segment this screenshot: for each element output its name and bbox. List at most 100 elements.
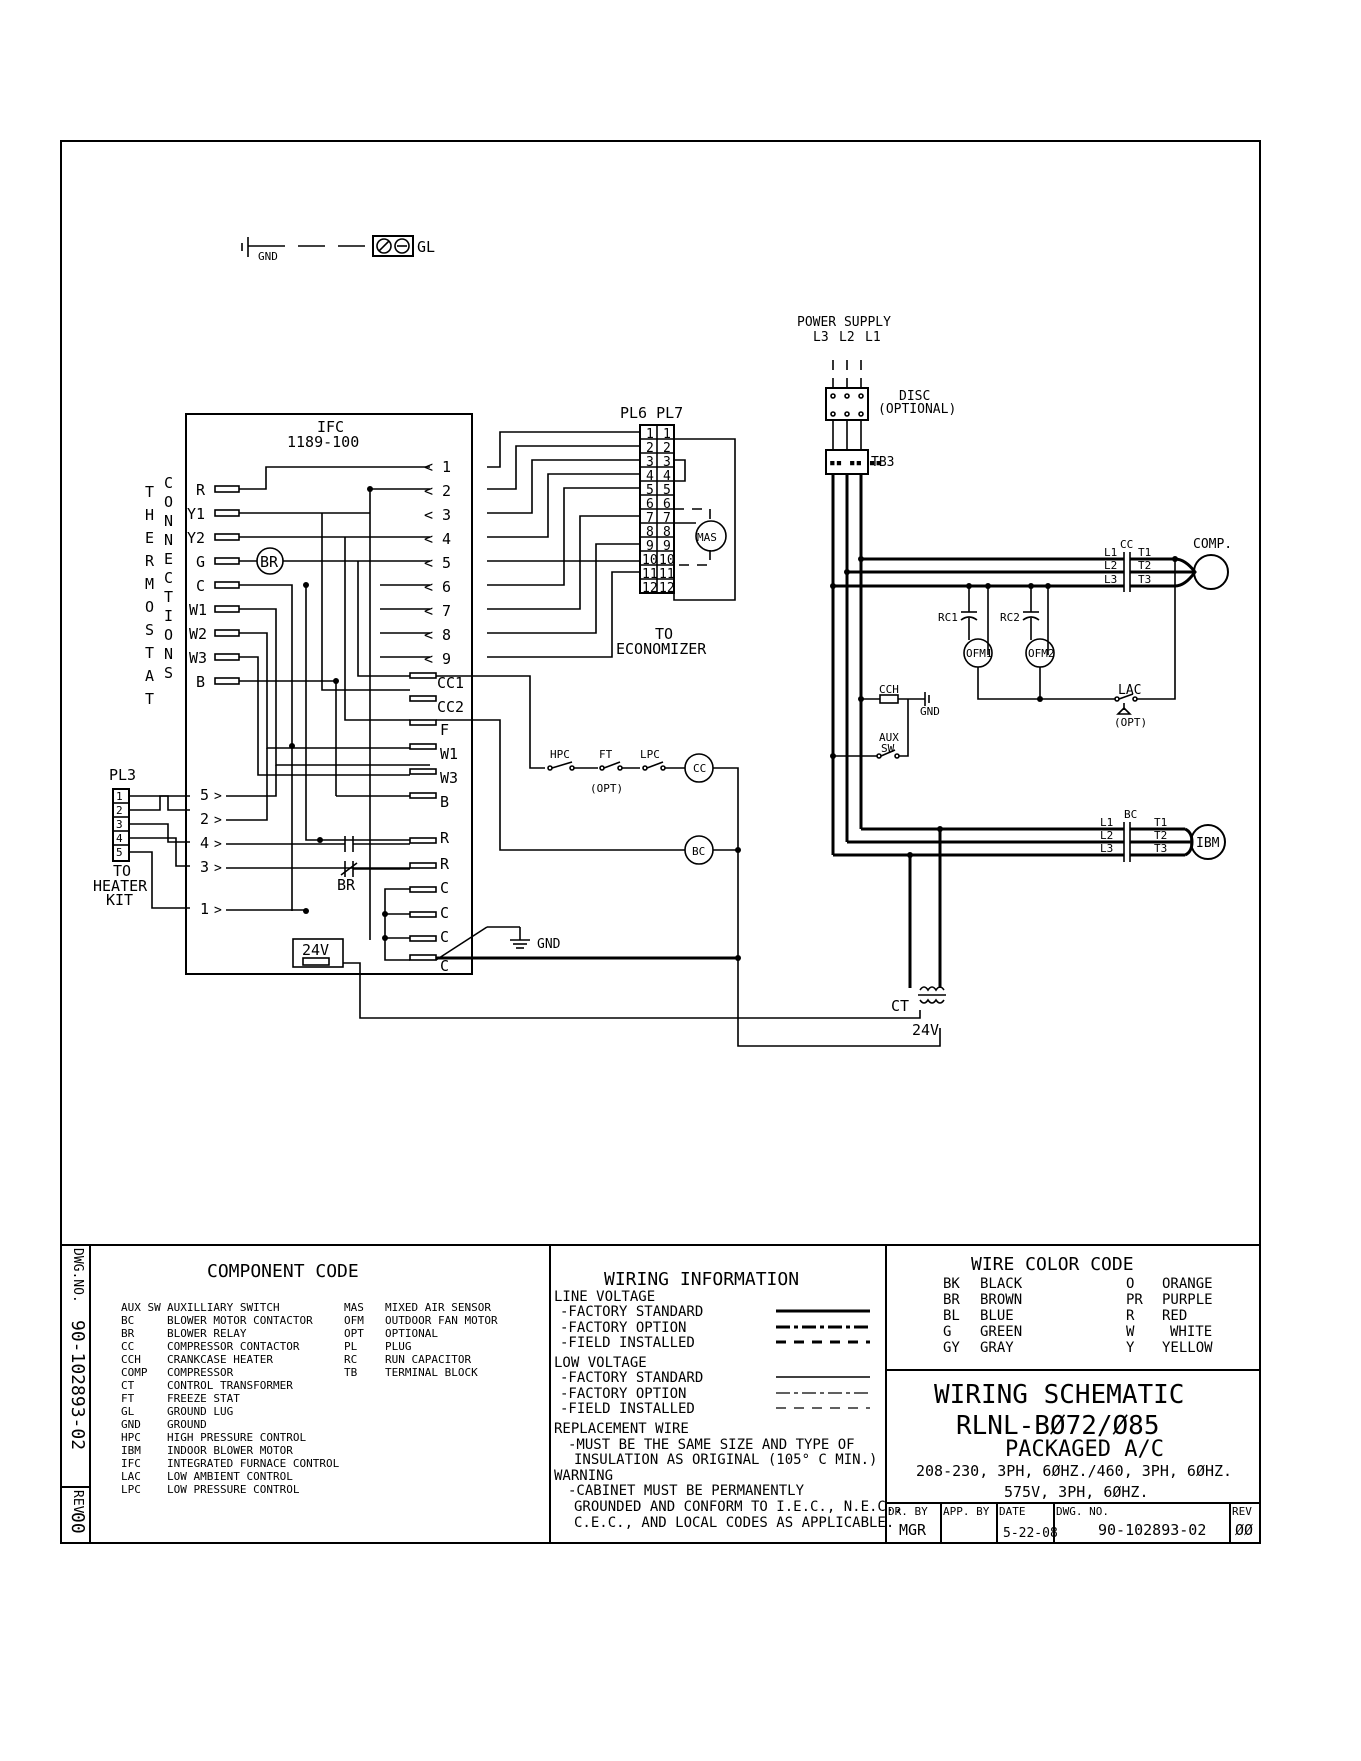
connections-letter-n2: N <box>164 531 173 549</box>
svg-text:BR: BR <box>121 1327 135 1340</box>
svg-text:>: > <box>214 837 222 852</box>
model-number: RLNL-BØ72/Ø85 <box>956 1411 1160 1441</box>
svg-text:BK: BK <box>943 1276 960 1292</box>
svg-text:-FACTORY STANDARD: -FACTORY STANDARD <box>560 1304 703 1320</box>
ibm-t3: T3 <box>1154 842 1167 855</box>
wire-color-code-title: WIRE COLOR CODE <box>971 1254 1134 1275</box>
svg-text:LOW AMBIENT CONTROL: LOW AMBIENT CONTROL <box>167 1470 293 1483</box>
connections-letter-c: C <box>164 474 173 492</box>
ifc-terminal-cc2: CC2 <box>437 698 464 716</box>
svg-text:CONTROL TRANSFORMER: CONTROL TRANSFORMER <box>167 1379 293 1392</box>
cc-safety-chain: HPC FT (OPT) LPC CC BC <box>343 675 941 1047</box>
svg-text:PR: PR <box>1126 1292 1143 1308</box>
svg-text:BLOWER MOTOR CONTACTOR: BLOWER MOTOR CONTACTOR <box>167 1314 313 1327</box>
pl6-row-6: 6 <box>646 497 654 512</box>
ifc-title: IFC <box>317 418 344 436</box>
ifc-pin-2: 2 <box>442 482 451 500</box>
svg-text:TB: TB <box>344 1366 358 1379</box>
svg-text:BC: BC <box>121 1314 134 1327</box>
svg-text:OFM: OFM <box>344 1314 364 1327</box>
svg-text:GREEN: GREEN <box>980 1324 1022 1340</box>
pl3-ifc-4: 4 <box>200 834 209 852</box>
ifc-24v-label: 24V <box>302 941 329 959</box>
tstat-w2: W2 <box>189 625 207 643</box>
aux-label: AUX <box>879 731 899 744</box>
app-by-label: APP. BY <box>943 1505 990 1518</box>
line-voltage-wiring: CC L1 L2 L3 T1 T2 T3 COMP. RC1 RC2 OFM1 … <box>830 474 1232 862</box>
svg-text:BR: BR <box>943 1292 960 1308</box>
svg-text:-FACTORY OPTION: -FACTORY OPTION <box>560 1386 686 1402</box>
pl6-row-3: 3 <box>646 455 654 470</box>
svg-text:WARNING: WARNING <box>554 1468 613 1484</box>
connections-letter-n: N <box>164 512 173 530</box>
compressor-motor <box>1193 554 1229 590</box>
svg-text:<: < <box>424 578 433 596</box>
ifc-terminal-r1: R <box>440 829 450 847</box>
power-line-l1: L1 <box>865 330 881 345</box>
br-contacts: BR <box>337 836 410 894</box>
svg-text:INSULATION AS ORIGINAL (105° C: INSULATION AS ORIGINAL (105° C MIN.) <box>574 1452 877 1468</box>
svg-text:CT: CT <box>121 1379 135 1392</box>
ft-label: FT <box>599 748 613 761</box>
ft-opt-label: (OPT) <box>590 782 623 795</box>
svg-text:LINE VOLTAGE: LINE VOLTAGE <box>554 1289 655 1305</box>
ifc-gnd-label: GND <box>537 937 561 952</box>
comp-t2: T2 <box>1138 559 1151 572</box>
thermostat-letter-r: R <box>145 552 155 570</box>
ofm1-label: OFM1 <box>966 647 993 660</box>
ifc-terminal-c2: C <box>440 904 449 922</box>
pl6-row-9: 9 <box>646 539 654 554</box>
svg-text:TERMINAL BLOCK: TERMINAL BLOCK <box>385 1366 478 1379</box>
ifc-terminal-w3: W3 <box>440 769 458 787</box>
power-supply: POWER SUPPLY L3 L2 L1 DISC (OPTIONAL) ▪▪… <box>797 315 956 475</box>
svg-text:>: > <box>214 789 222 804</box>
svg-text:AUX SW: AUX SW <box>121 1301 161 1314</box>
svg-text:WHITE: WHITE <box>1170 1324 1212 1340</box>
svg-text:8: 8 <box>663 525 671 540</box>
svg-text:OUTDOOR FAN MOTOR: OUTDOOR FAN MOTOR <box>385 1314 498 1327</box>
ibm-l1: L1 <box>1100 816 1113 829</box>
svg-text:HIGH PRESSURE CONTROL: HIGH PRESSURE CONTROL <box>167 1431 306 1444</box>
svg-text:OPT: OPT <box>344 1327 364 1340</box>
svg-text:HPC: HPC <box>121 1431 141 1444</box>
svg-text:C.E.C., AND LOCAL CODES AS APP: C.E.C., AND LOCAL CODES AS APPLICABLE. <box>574 1515 894 1531</box>
footer-rev: ØØ <box>1235 1521 1253 1539</box>
pl6-pl7-label: PL6 PL7 <box>620 404 683 422</box>
to-economizer-to: TO <box>655 625 673 643</box>
thermostat-letter-e: E <box>145 529 154 547</box>
comp-label: COMP. <box>1193 537 1232 552</box>
svg-text:6: 6 <box>663 497 671 512</box>
svg-text:GY: GY <box>943 1340 960 1356</box>
svg-text:RED: RED <box>1162 1308 1187 1324</box>
connections-letter-o: O <box>164 493 173 511</box>
svg-text:<: < <box>424 650 433 668</box>
svg-text:LOW VOLTAGE: LOW VOLTAGE <box>554 1355 647 1371</box>
component-code-title: COMPONENT CODE <box>207 1261 359 1282</box>
tstat-b: B <box>196 673 205 691</box>
pl3-dest-kit: KIT <box>106 891 133 909</box>
thermostat-letter-h: H <box>145 506 154 524</box>
voltage-rating-1: 208-230, 3PH, 6ØHZ./460, 3PH, 6ØHZ. <box>916 1462 1232 1480</box>
svg-text:INDOOR BLOWER MOTOR: INDOOR BLOWER MOTOR <box>167 1444 293 1457</box>
connections-letter-n3: N <box>164 645 173 663</box>
connections-letter-s: S <box>164 664 173 682</box>
svg-text:COMPRESSOR: COMPRESSOR <box>167 1366 234 1379</box>
tstat-y2: Y2 <box>187 529 205 547</box>
pl3-ifc-1: 1 <box>200 900 209 918</box>
footer-dwg-no: 90-102893-02 <box>1098 1521 1206 1539</box>
power-line-l3: L3 <box>813 330 829 345</box>
tstat-y1: Y1 <box>187 505 205 523</box>
schematic-title: WIRING SCHEMATIC <box>934 1380 1184 1410</box>
svg-text:YELLOW: YELLOW <box>1162 1340 1213 1356</box>
br-contacts-label: BR <box>337 876 356 894</box>
ifc-terminal-c1: C <box>440 879 449 897</box>
disc-label: DISC <box>899 389 930 404</box>
svg-text:-FIELD INSTALLED: -FIELD INSTALLED <box>560 1401 695 1417</box>
thermostat-letter-t3: T <box>145 690 154 708</box>
